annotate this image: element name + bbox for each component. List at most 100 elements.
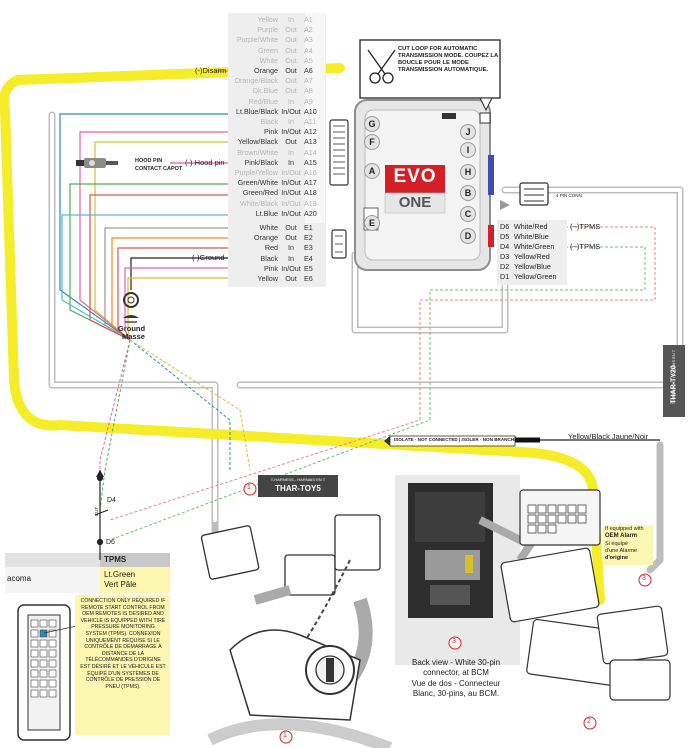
pin-number: D5 <box>500 232 510 241</box>
wire-direction: Out <box>285 223 297 232</box>
wire-color: Dk.Blue <box>252 86 278 96</box>
wire-color: Purple/Yellow <box>234 168 278 177</box>
oem-alarm-line2: OEM Alarm <box>605 533 638 539</box>
connector-h-label: H <box>460 164 476 180</box>
wire-color: Purple <box>257 25 278 35</box>
oem-alarm-line5: d'origine <box>605 555 629 561</box>
harness_e-row: Orange Out E2 <box>228 233 318 243</box>
harness_a-row: White Out A5 <box>228 56 318 66</box>
wire-direction: Out <box>285 233 297 243</box>
pin-number: E6 <box>304 274 313 283</box>
pin-number: A9 <box>304 96 313 106</box>
pin-number: A12 <box>304 127 317 137</box>
pin-number: A15 <box>304 157 317 167</box>
harness_a-row: Purple Out A2 <box>228 25 318 35</box>
pin-number: E2 <box>304 233 313 243</box>
pin-number: D1 <box>500 272 510 281</box>
connection-note-bg <box>75 595 170 735</box>
wire-color: Brown/White <box>237 147 278 157</box>
wire-direction: In <box>288 96 294 106</box>
step-number-3a: 3 <box>452 638 456 645</box>
pin-number: E5 <box>304 263 313 273</box>
wire-direction: Out <box>285 55 297 65</box>
hood-pin-icon <box>76 158 118 168</box>
wire-color: Yellow/Blue <box>514 262 551 271</box>
pin-number: D4 <box>500 242 510 251</box>
connector-e-label: E <box>364 215 380 231</box>
wire-color: Pink <box>264 127 278 137</box>
harness-e-plug <box>331 229 347 259</box>
cut-loop-panel <box>359 39 501 112</box>
thar-ty20-name: THAR-TY20 <box>670 365 678 404</box>
oem-alarm-line3: Si équipé <box>605 541 628 547</box>
wire-color: Pink/Black <box>244 157 278 167</box>
evo-badge <box>385 165 445 193</box>
wire-color: White <box>259 223 278 232</box>
wire-color: Lt.Blue/Black <box>236 106 278 116</box>
pin-number: A5 <box>304 55 313 65</box>
pin-number: A10 <box>304 106 317 116</box>
harness-loom-bottom-right <box>646 441 664 574</box>
wire-color: White <box>259 55 278 65</box>
pin-number: A2 <box>304 25 313 35</box>
wire-color: Lt.Blue <box>255 208 278 218</box>
wire-color: Black <box>260 117 278 126</box>
pin-number: A13 <box>304 137 317 147</box>
oem-alarm-line4: d'une Alarme <box>605 548 637 554</box>
ground-title-fr: Masse <box>122 332 145 341</box>
wire-direction: Out <box>285 25 297 35</box>
isolate-tag: ISOLATE · NOT CONNECTED | ISOLER · NON B… <box>394 437 518 442</box>
wire-direction: Out <box>285 45 297 55</box>
wire-color: Yellow <box>257 15 278 24</box>
tpms-title: TPMS <box>104 555 127 564</box>
tharness-connectors <box>200 514 381 701</box>
bcm-caption-en: Back view - White 30-pin connector, at B… <box>411 658 501 677</box>
wire-color: Orange <box>254 66 278 75</box>
pin-number: A19 <box>304 198 317 208</box>
pin-number: A18 <box>304 188 317 198</box>
brand-one: ONE <box>398 194 432 211</box>
wire-direction: In/Out <box>281 127 301 137</box>
wire-color: White/Red <box>514 222 548 231</box>
harness-a-plug <box>329 119 349 186</box>
oem-alarm-bg <box>603 525 653 565</box>
wire-direction: In/Out <box>281 188 301 198</box>
four-pin-conn-label: 4 PIN CONN. <box>556 193 584 198</box>
wire-direction: In/Out <box>281 178 301 188</box>
hood-pin-tag-fr: CONTACT CAPOT <box>135 166 183 172</box>
pin-number: A11 <box>304 117 317 126</box>
pin-number: A3 <box>304 35 313 45</box>
wire-direction: In/Out <box>281 106 301 116</box>
tpms-label-d6: (~)TPMS <box>570 222 601 231</box>
wire-direction: Out <box>285 66 297 75</box>
thar-ty20-label-bg <box>663 345 685 417</box>
wire-color: Red <box>264 243 278 253</box>
wire-color: Orange <box>254 233 278 243</box>
bcm-caption-fr: Vue de dos - Connecteur Blanc, 30-pins, … <box>411 679 501 698</box>
wire-color: Green <box>258 45 278 55</box>
yellow-black-label: Yellow/Black Jaune/Noir <box>568 432 649 441</box>
wire-direction: In/Out <box>281 198 301 208</box>
connector-g-label: G <box>364 116 380 132</box>
d4-label: D4 <box>107 497 116 504</box>
wire-direction: Out <box>285 137 297 147</box>
connector-j-label: J <box>460 124 476 140</box>
tpms-color-fr: Vert Pâle <box>104 580 137 589</box>
